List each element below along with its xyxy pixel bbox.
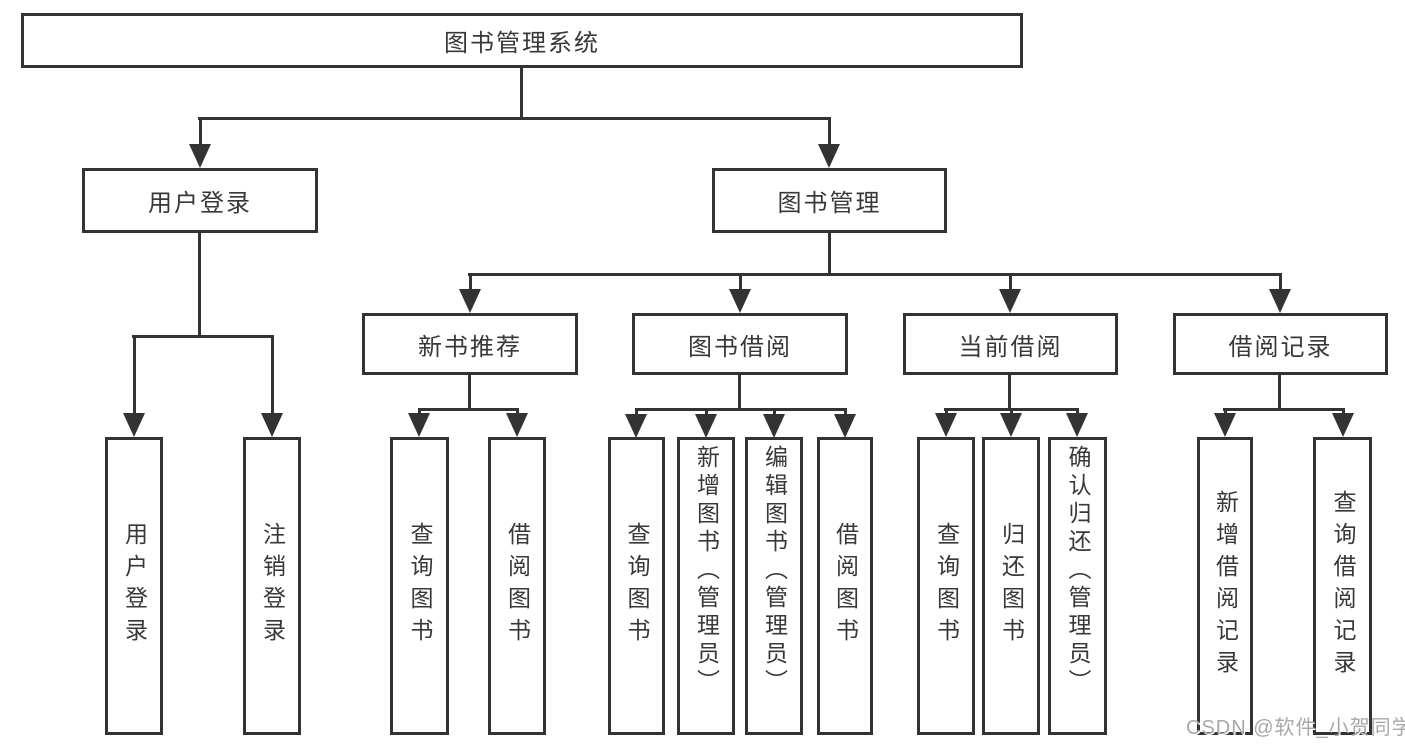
connector-root-stem (520, 66, 523, 119)
leaf-user-login: 用户登录 (105, 437, 163, 735)
leaf-query-books-1-label: 查询图书 (407, 522, 433, 650)
arrow-stem-add-borrow-record (1224, 408, 1227, 417)
arrow-stem-query-books-1 (418, 408, 421, 417)
arrow-stem-book-borrowing (739, 273, 742, 293)
leaf-logout: 注销登录 (243, 437, 301, 735)
connector-book-borrow-bar (635, 408, 847, 411)
arrowhead-query-books-2 (625, 414, 647, 438)
connector-user-login-stem (198, 231, 201, 337)
arrow-stem-leaf-logout (271, 335, 274, 417)
arrowhead-new-book-recommend (459, 289, 481, 313)
node-root-label: 图书管理系统 (444, 30, 600, 57)
arrow-stem-borrow-books-2 (844, 408, 847, 418)
leaf-query-books-1: 查询图书 (390, 437, 449, 735)
leaf-add-books: 新增图书（管理员） (677, 437, 735, 735)
arrowhead-book-borrowing (729, 289, 751, 313)
arrowhead-add-borrow-record (1214, 413, 1236, 437)
leaf-edit-books-label: 编辑图书（管理员） (761, 445, 788, 697)
leaf-add-borrow-record: 新增借阅记录 (1197, 437, 1253, 735)
arrowhead-book-management (818, 144, 840, 168)
arrow-stem-user-login (199, 117, 202, 148)
arrowhead-edit-books (763, 414, 785, 438)
arrow-stem-confirm-return (1076, 408, 1079, 417)
arrowhead-confirm-return (1066, 413, 1088, 437)
leaf-query-books-3-label: 查询图书 (933, 522, 960, 650)
arrow-stem-borrowing-records (1279, 273, 1282, 293)
csdn-watermark: CSDN @软件_小贺同学 (1186, 717, 1405, 739)
connector-level2-bar (198, 117, 831, 120)
arrowhead-query-books-1 (408, 413, 430, 437)
node-book-borrowing: 图书借阅 (632, 313, 848, 375)
node-root: 图书管理系统 (21, 13, 1023, 68)
connector-user-login-bar (132, 335, 274, 338)
connector-borrow-records-bar (1223, 408, 1345, 411)
node-current-borrowing: 当前借阅 (903, 313, 1118, 375)
leaf-return-books-label: 归还图书 (998, 522, 1025, 650)
leaf-borrow-books-2-label: 借阅图书 (832, 522, 859, 650)
arrowhead-return-books (1000, 413, 1022, 437)
arrowhead-query-borrow-record (1332, 413, 1354, 437)
connector-level3-bar (468, 273, 1282, 276)
connector-borrow-records-stem (1278, 373, 1281, 410)
leaf-query-borrow-record: 查询借阅记录 (1313, 437, 1372, 735)
leaf-borrow-books-1: 借阅图书 (488, 437, 546, 735)
arrowhead-borrowing-records (1269, 289, 1291, 313)
arrowhead-borrow-books-1 (506, 413, 528, 437)
arrow-stem-book-management (828, 117, 831, 148)
arrow-stem-current-borrowing (1009, 273, 1012, 293)
node-user-login-label: 用户登录 (148, 190, 252, 217)
connector-new-book-bar (418, 408, 519, 411)
arrowhead-current-borrowing (999, 289, 1021, 313)
arrowhead-borrow-books-2 (834, 414, 856, 438)
leaf-add-books-label: 新增图书（管理员） (693, 445, 720, 697)
connector-current-borrow-stem (1008, 373, 1011, 410)
leaf-query-books-2: 查询图书 (608, 437, 665, 735)
leaf-query-books-2-label: 查询图书 (624, 522, 650, 650)
leaf-borrow-books-1-label: 借阅图书 (504, 522, 531, 650)
arrowhead-query-books-3 (935, 413, 957, 437)
leaf-query-borrow-record-label: 查询借阅记录 (1330, 490, 1356, 682)
arrow-stem-return-books (1010, 408, 1013, 417)
node-new-book-recommend: 新书推荐 (362, 313, 578, 375)
leaf-confirm-return-label: 确认归还（管理员） (1065, 445, 1091, 697)
arrow-stem-new-book-recommend (469, 273, 472, 293)
leaf-confirm-return: 确认归还（管理员） (1048, 437, 1107, 735)
arrow-stem-query-books-3 (945, 408, 948, 417)
node-borrowing-records-label: 借阅记录 (1228, 333, 1333, 361)
arrow-stem-edit-books (773, 408, 776, 418)
leaf-return-books: 归还图书 (982, 437, 1040, 735)
arrowhead-leaf-user-login (123, 413, 145, 437)
arrowhead-user-login (189, 144, 211, 168)
leaf-add-borrow-record-label: 新增借阅记录 (1212, 490, 1239, 682)
connector-book-borrow-stem (738, 373, 741, 410)
arrowhead-leaf-logout (261, 413, 283, 437)
leaf-query-books-3: 查询图书 (917, 437, 975, 735)
connector-new-book-stem (468, 373, 471, 410)
node-new-book-recommend-label: 新书推荐 (418, 333, 522, 361)
arrow-stem-query-books-2 (635, 408, 638, 418)
arrow-stem-query-borrow-record (1342, 408, 1345, 417)
arrow-stem-leaf-user-login (133, 335, 136, 417)
leaf-logout-label: 注销登录 (259, 522, 286, 650)
node-borrowing-records: 借阅记录 (1173, 313, 1388, 375)
node-book-borrowing-label: 图书借阅 (688, 333, 792, 361)
node-current-borrowing-label: 当前借阅 (958, 333, 1063, 361)
arrow-stem-borrow-books-1 (516, 408, 519, 417)
connector-book-mgmt-stem (828, 231, 831, 275)
leaf-edit-books: 编辑图书（管理员） (745, 437, 803, 735)
arrowhead-add-books (695, 414, 717, 438)
arrow-stem-add-books (705, 408, 708, 418)
leaf-user-login-label: 用户登录 (121, 522, 148, 650)
leaf-borrow-books-2: 借阅图书 (817, 437, 873, 735)
node-book-management-label: 图书管理 (777, 190, 882, 217)
node-user-login: 用户登录 (82, 168, 318, 233)
node-book-management: 图书管理 (712, 168, 947, 233)
